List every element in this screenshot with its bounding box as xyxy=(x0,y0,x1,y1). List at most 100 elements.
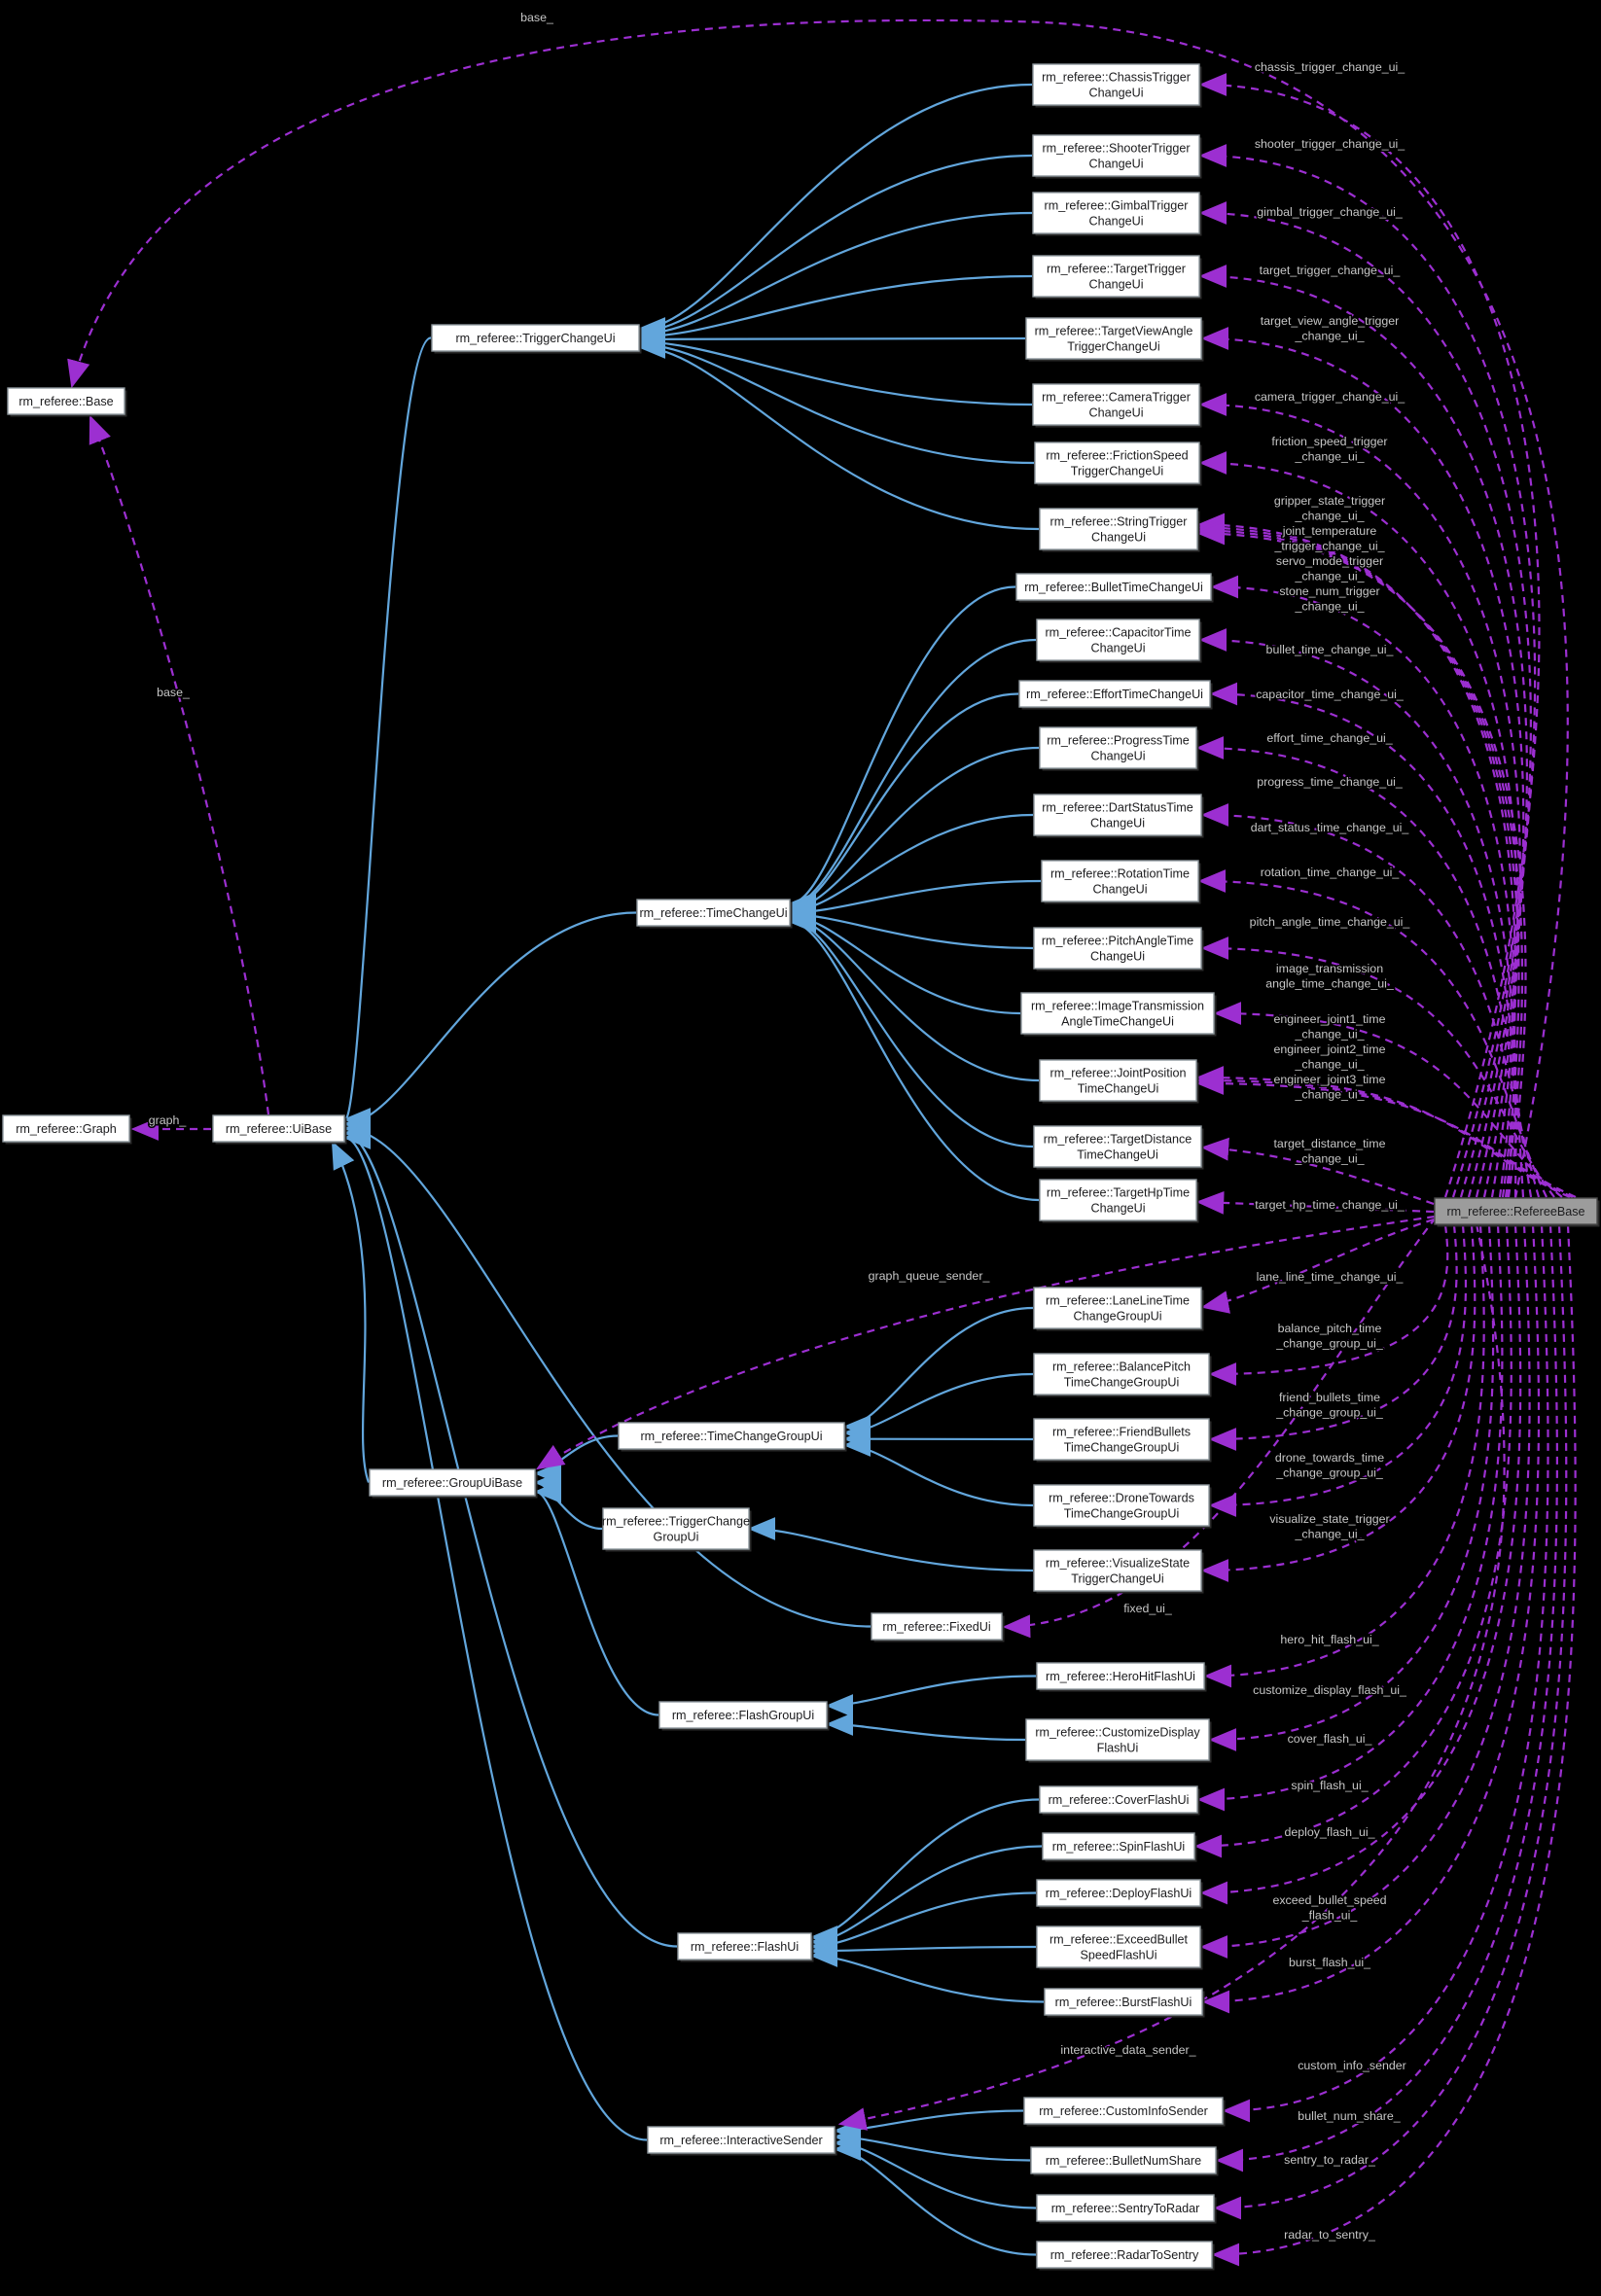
usage-edge xyxy=(1198,628,1517,1198)
inheritance-edge xyxy=(788,906,1040,1082)
class-node-label: rm_referee::FlashGroupUi xyxy=(672,1709,814,1722)
edge-label-lbl-customize: customize_display_flash_ui_ xyxy=(1253,1683,1407,1697)
inheritance-edge xyxy=(637,330,1033,406)
class-node-bulletnumshare[interactable]: rm_referee::BulletNumShare xyxy=(1030,2146,1219,2176)
edge-label-lbl-friction: friction_speed_trigger_change_ui_ xyxy=(1271,435,1387,464)
class-node-uibase[interactable]: rm_referee::UiBase xyxy=(212,1114,347,1145)
usage-edge xyxy=(1199,1224,1522,1905)
usage-edge xyxy=(1196,1224,1504,1812)
class-node-timechangeui[interactable]: rm_referee::TimeChangeUi xyxy=(636,899,793,929)
usage-edge xyxy=(1215,1224,1558,2172)
class-node-interactivesender[interactable]: rm_referee::InteractiveSender xyxy=(647,2126,837,2156)
usage-edge xyxy=(1209,682,1525,1198)
inheritance-edge xyxy=(842,1306,1034,1438)
edge-label-lbl-spin: spin_flash_ui_ xyxy=(1291,1779,1369,1792)
usage-edge xyxy=(1200,327,1525,1198)
edge-label-lbl-exceed: exceed_bullet_speed_flash_ui_ xyxy=(1272,1893,1386,1923)
class-node-label: rm_referee::TimeChangeGroupUi xyxy=(640,1430,822,1443)
edge-label-lbl-gimbal: gimbal_trigger_change_ui_ xyxy=(1257,205,1404,219)
class-node-sentrytoradar[interactable]: rm_referee::SentryToRadar xyxy=(1036,2194,1217,2224)
usage-edge xyxy=(1201,1224,1541,2014)
class-node-radartosentry[interactable]: rm_referee::RadarToSentry xyxy=(1036,2241,1215,2271)
usage-edge xyxy=(1210,575,1516,1198)
class-node-graph[interactable]: rm_referee::Graph xyxy=(2,1114,132,1145)
usage-edge xyxy=(1211,1224,1577,2267)
class-node-fixedui[interactable]: rm_referee::FixedUi xyxy=(871,1612,1005,1643)
class-node-coverflash[interactable]: rm_referee::CoverFlashUi xyxy=(1039,1785,1200,1816)
inheritance-edge xyxy=(788,585,1016,915)
edge-label-lbl-progress: progress_time_change_ui_ xyxy=(1257,775,1404,789)
edge-label-lbl-visualize: visualize_state_trigger_change_ui_ xyxy=(1269,1512,1389,1541)
edge-labels-layer: base_base_graph_chassis_trigger_change_u… xyxy=(147,10,1412,2243)
class-node-herohit[interactable]: rm_referee::HeroHitFlashUi xyxy=(1036,1662,1207,1692)
class-node-flashui[interactable]: rm_referee::FlashUi xyxy=(677,1932,814,1962)
class-node-base[interactable]: rm_referee::Base xyxy=(7,387,127,417)
class-node-custominfosender[interactable]: rm_referee::CustomInfoSender xyxy=(1023,2097,1226,2127)
class-node-timechangegroupui[interactable]: rm_referee::TimeChangeGroupUi xyxy=(618,1422,847,1452)
inheritance-edge xyxy=(533,1470,603,1531)
class-node-groupuibase[interactable]: rm_referee::GroupUiBase xyxy=(369,1468,538,1499)
edge-label-lbl-custominfo: custom_info_sender xyxy=(1298,2059,1406,2072)
inheritance-edge xyxy=(331,1140,371,1483)
inheritance-edge xyxy=(825,1713,1026,1742)
class-node-triggerchangeui[interactable]: rm_referee::TriggerChangeUi xyxy=(431,324,642,354)
inheritance-edge xyxy=(533,1480,659,1716)
inheritance-edge xyxy=(833,2125,1031,2162)
class-node-label: rm_referee::TriggerChangeUi xyxy=(455,332,615,345)
edge-label-lbl-burst: burst_flash_ui_ xyxy=(1289,1956,1371,1969)
edge-label-lbl-drone: drone_towards_time_change_group_ui_ xyxy=(1275,1451,1384,1480)
edge-label-lbl-chassis: chassis_trigger_change_ui_ xyxy=(1255,60,1405,74)
class-node-flashgroupui[interactable]: rm_referee::FlashGroupUi xyxy=(658,1701,830,1731)
usage-edge xyxy=(1195,1190,1435,1215)
edge-label-lbl-cover: cover_flash_ui_ xyxy=(1288,1732,1373,1746)
edge-label-lbl-engineer: engineer_joint1_time_change_ui_engineer_… xyxy=(1273,1012,1385,1102)
class-node-bullettime[interactable]: rm_referee::BulletTimeChangeUi xyxy=(1015,573,1214,603)
class-node-label: rm_referee::FixedUi xyxy=(882,1620,990,1634)
edge-label-lbl-bulletnum: bullet_num_share_ xyxy=(1298,2109,1402,2123)
inheritance-edge xyxy=(342,336,432,1130)
class-node-efforttime[interactable]: rm_referee::EffortTimeChangeUi xyxy=(1018,680,1213,710)
class-node-spinflash[interactable]: rm_referee::SpinFlashUi xyxy=(1042,1832,1197,1862)
inheritance-edge xyxy=(533,1434,619,1485)
edge-label-lbl-targetviewangle: target_view_angle_trigger_change_ui_ xyxy=(1261,314,1400,343)
usage-edge xyxy=(1200,936,1555,1198)
inheritance-edge xyxy=(809,1939,1037,1963)
class-node-deployflash[interactable]: rm_referee::DeployFlashUi xyxy=(1036,1879,1203,1909)
class-node-refereebase[interactable]: rm_referee::RefereeBase xyxy=(1434,1197,1600,1227)
class-node-label: rm_referee::DeployFlashUi xyxy=(1046,1887,1192,1900)
class-node-burstflash[interactable]: rm_referee::BurstFlashUi xyxy=(1044,1988,1205,2018)
